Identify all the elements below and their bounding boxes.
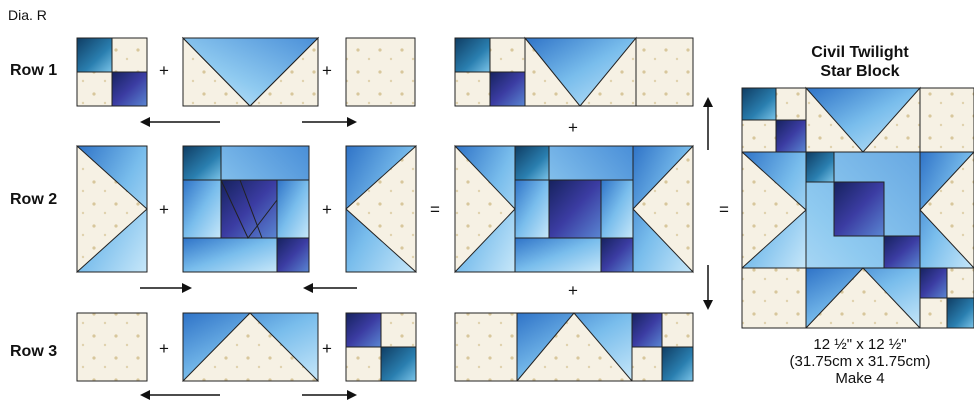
four-patch-unit: [77, 38, 147, 106]
row-3-assembled: [455, 313, 693, 381]
background-square: [77, 313, 147, 381]
center-star-unit: [183, 146, 309, 272]
arrow-up-icon: [703, 97, 713, 150]
background-square: [346, 38, 415, 106]
arrow-down-icon: [703, 265, 713, 310]
flying-geese-unit: [183, 313, 318, 381]
arrow-right-icon: [302, 117, 357, 127]
arrow-left-icon: [303, 283, 357, 293]
flying-geese-unit: [183, 38, 318, 106]
arrow-right-icon: [302, 390, 357, 400]
arrow-left-icon: [140, 390, 220, 400]
finished-star-block: [742, 88, 974, 328]
row-2-assembled: [455, 146, 693, 272]
arrow-right-icon: [140, 283, 192, 293]
row-1-assembled: [455, 38, 693, 106]
four-patch-unit: [346, 313, 416, 381]
arrow-left-icon: [140, 117, 220, 127]
side-flying-geese-left: [77, 146, 147, 272]
side-flying-geese-right: [346, 146, 416, 272]
